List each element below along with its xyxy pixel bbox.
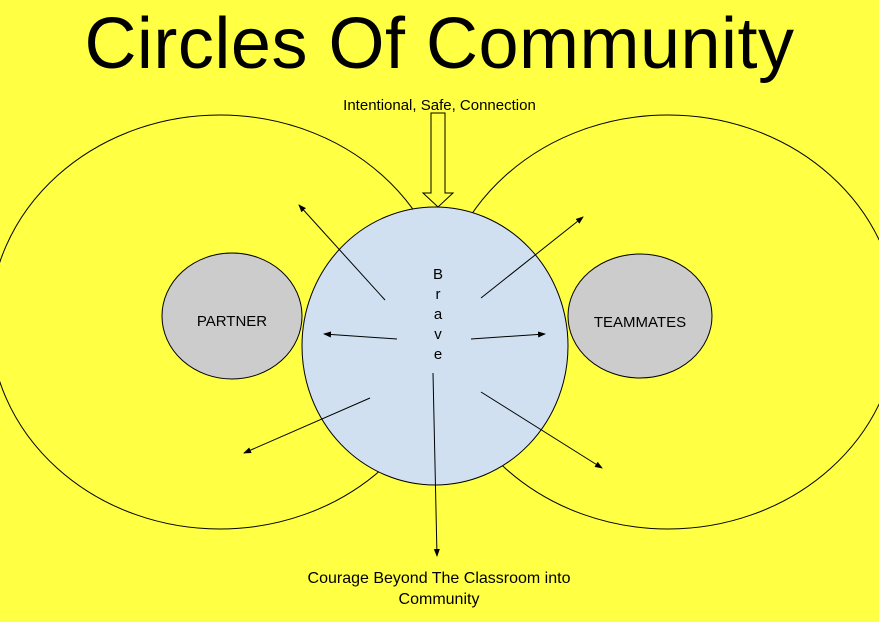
teammates-circle — [567, 253, 713, 379]
diagram-title: Circles Of Community — [84, 4, 795, 84]
teammates-label: TEAMMATES — [593, 314, 687, 331]
partner-circle — [161, 252, 303, 380]
arrow-up-left — [298, 204, 386, 301]
brave-letter-v: v — [434, 326, 442, 343]
diagram-subtitle: Intentional, Safe, Connection — [343, 97, 536, 114]
arrow-up-right — [480, 216, 584, 299]
arrow-right — [470, 331, 546, 340]
partner-label: PARTNER — [196, 313, 268, 330]
arrow-down — [432, 372, 440, 557]
bottom-caption-line2: Community — [398, 591, 480, 608]
arrow-left — [323, 331, 398, 340]
arrow-down-right — [480, 391, 603, 469]
brave-letter-r: r — [435, 286, 441, 303]
brave-letter-e: e — [433, 346, 443, 363]
brave-letter-b: B — [432, 266, 443, 283]
bottom-caption-line1: Courage Beyond The Classroom into — [307, 570, 571, 587]
down-arrow-icon — [421, 112, 455, 208]
arrow-down-left — [243, 397, 371, 454]
bottom-caption: Courage Beyond The Classroom into Commun… — [239, 568, 639, 610]
brave-letter-a: a — [433, 306, 443, 323]
